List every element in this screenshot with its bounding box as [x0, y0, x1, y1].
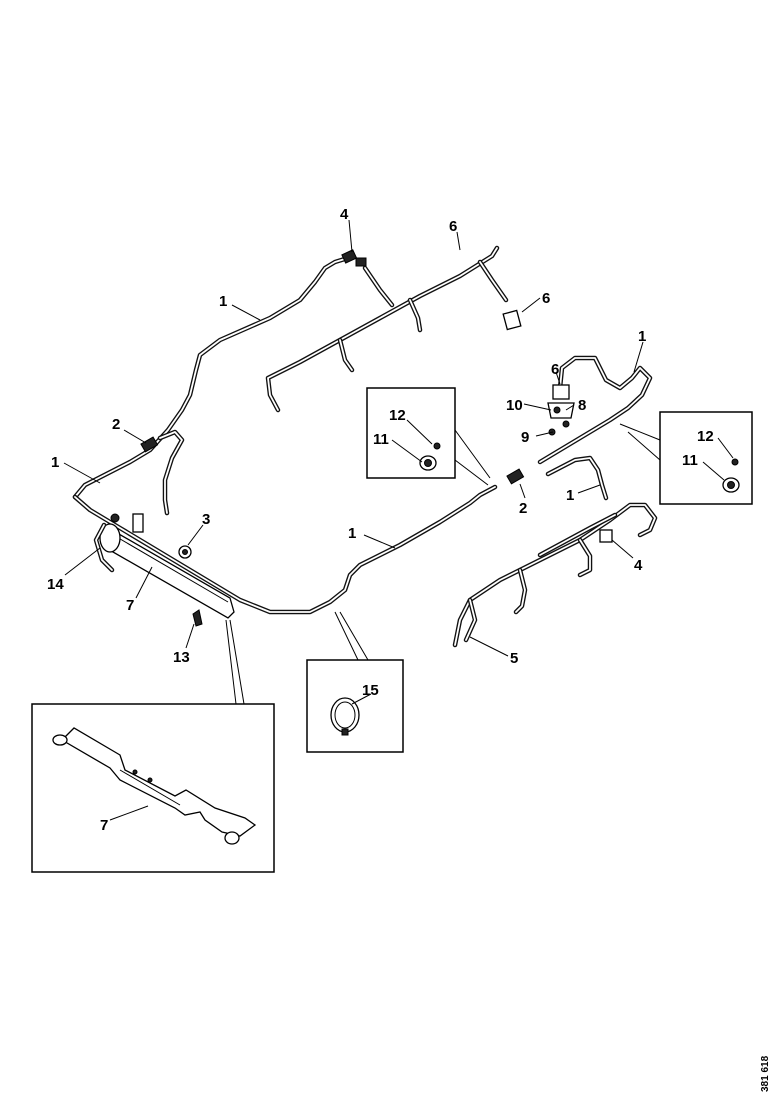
inset-fasteners-left	[366, 387, 491, 486]
inset-clamp	[306, 611, 404, 753]
label-12-b: 12	[697, 428, 714, 445]
document-number: 381 618	[760, 1055, 771, 1092]
label-2-left: 2	[112, 416, 120, 433]
label-13: 13	[173, 649, 190, 666]
label-4-top: 4	[340, 206, 349, 223]
label-14: 14	[47, 576, 64, 593]
label-1-left: 1	[51, 454, 59, 471]
label-1-mid-right: 1	[566, 487, 574, 504]
label-11-b: 11	[682, 452, 698, 469]
label-1-center: 1	[348, 525, 356, 542]
inset-fasteners-right	[619, 411, 753, 505]
label-1-top: 1	[219, 293, 227, 310]
callout-labels: 4 6 6 1 1 6 10 8 9 12 11 12 11 2 1 3 2 1…	[47, 206, 714, 834]
label-12-a: 12	[389, 407, 406, 424]
inset-bracket	[31, 619, 275, 873]
label-7-main: 7	[126, 597, 134, 614]
label-11-a: 11	[373, 431, 389, 448]
fitting-left	[140, 429, 185, 516]
label-6-top: 6	[449, 218, 457, 235]
label-7-inset: 7	[100, 817, 108, 834]
label-1-right: 1	[638, 328, 646, 345]
label-15: 15	[362, 682, 379, 699]
label-9: 9	[521, 429, 529, 446]
pipe-upper-left	[72, 249, 367, 500]
pipe-short-right	[545, 455, 609, 501]
label-6-upper: 6	[542, 290, 550, 307]
pipe-upper-right	[537, 355, 653, 465]
label-5: 5	[510, 650, 518, 667]
label-2-right: 2	[519, 500, 527, 517]
manifold-lower	[452, 502, 658, 648]
pipe-lower-main	[72, 468, 525, 615]
bracket-rail	[93, 513, 235, 627]
label-4-right: 4	[634, 557, 643, 574]
label-8: 8	[578, 397, 586, 414]
leader-lines	[63, 219, 734, 821]
label-3: 3	[202, 511, 210, 528]
manifold-upper	[265, 245, 522, 413]
label-10: 10	[506, 397, 523, 414]
label-6-mid: 6	[551, 361, 559, 378]
